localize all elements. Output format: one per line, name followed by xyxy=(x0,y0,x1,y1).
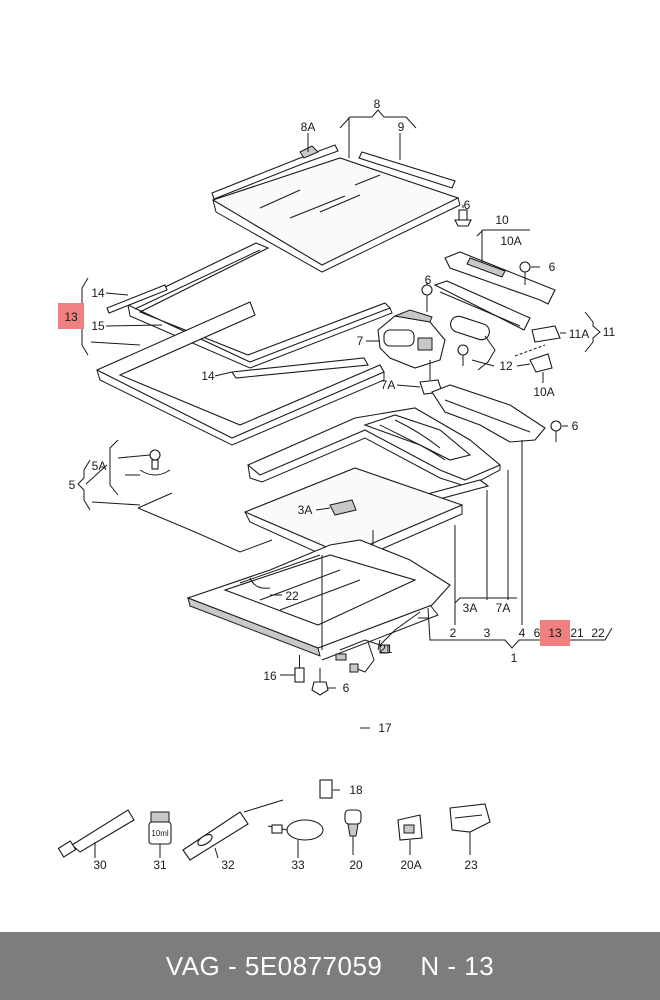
callout-6: 6 xyxy=(425,273,432,287)
page-reference: N - 13 xyxy=(420,950,495,981)
clip-part xyxy=(531,325,566,343)
callout-30: 30 xyxy=(93,858,107,872)
callout-17: 17 xyxy=(378,721,392,735)
callout-3a: 3A xyxy=(463,601,478,615)
roof-body-part xyxy=(186,539,451,661)
screw-part xyxy=(149,449,161,470)
callout-18: 18 xyxy=(349,783,363,797)
callout-20a: 20A xyxy=(400,858,421,872)
cable-tie-part xyxy=(267,819,324,841)
drain-channel-part xyxy=(137,492,273,553)
callout-22: 22 xyxy=(591,626,605,640)
screw-part xyxy=(454,209,472,227)
screw-part xyxy=(550,420,562,442)
callout-3: 3 xyxy=(484,626,491,640)
callout-5a: 5A xyxy=(92,459,107,473)
callout-7a: 7A xyxy=(381,378,396,392)
cable-part xyxy=(450,315,496,371)
harness-part xyxy=(335,611,421,673)
callout-12: 12 xyxy=(499,359,513,373)
callout-2: 2 xyxy=(450,626,457,640)
callout-1: 1 xyxy=(511,651,518,665)
glass-panel-part xyxy=(211,144,461,273)
callout-13: 13 xyxy=(548,626,562,640)
nut-part xyxy=(311,668,329,696)
screw-part xyxy=(457,344,469,366)
motor-part xyxy=(377,309,446,369)
callout-7a: 7A xyxy=(496,601,511,615)
grommet-part xyxy=(344,809,362,837)
callout-10a: 10A xyxy=(500,234,521,248)
deflector-panel-part xyxy=(431,384,546,443)
applicator-part xyxy=(182,799,284,861)
callout-21: 21 xyxy=(379,642,393,656)
sunroof-exploded-diagram: 10ml 8 8A 9 6 10 10A 6 6 13 14 15 xyxy=(57,97,616,872)
callout-3a: 3A xyxy=(298,503,313,517)
bracket-part xyxy=(449,803,491,833)
callout-6: 6 xyxy=(572,419,579,433)
callout-5: 5 xyxy=(69,478,76,492)
callout-16: 16 xyxy=(263,669,277,683)
callout-14: 14 xyxy=(201,369,215,383)
footer-bar: VAG - 5E0877059 N - 13 xyxy=(0,932,660,1000)
callout-9: 9 xyxy=(398,120,405,134)
callout-33: 33 xyxy=(291,858,305,872)
callout-4: 4 xyxy=(519,626,526,640)
callout-13: 13 xyxy=(64,310,78,324)
callout-20: 20 xyxy=(349,858,363,872)
callout-31: 31 xyxy=(153,858,167,872)
callout-11: 11 xyxy=(603,325,616,339)
part-number: VAG - 5E0877059 xyxy=(165,950,383,981)
callout-6: 6 xyxy=(464,198,471,212)
callout-6: 6 xyxy=(534,626,541,640)
screw-part xyxy=(421,284,433,312)
callout-7: 7 xyxy=(357,334,364,348)
guide-rail-part xyxy=(433,251,556,331)
callout-6: 6 xyxy=(343,681,350,695)
drain-hose-part xyxy=(319,649,416,799)
holder-part xyxy=(397,814,423,841)
callout-23: 23 xyxy=(464,858,478,872)
clip-part xyxy=(529,353,553,373)
callout-10a: 10A xyxy=(533,385,554,399)
callout-6: 6 xyxy=(549,260,556,274)
callout-8a: 8A xyxy=(301,120,316,134)
callout-21: 21 xyxy=(570,626,584,640)
highlight-box-left xyxy=(58,303,84,329)
callout-32: 32 xyxy=(221,858,235,872)
frame-panel-part xyxy=(95,301,385,446)
callout-11a: 11A xyxy=(569,327,589,341)
callout-22: 22 xyxy=(285,589,299,603)
seal-frame-part xyxy=(106,242,393,369)
screw-part xyxy=(294,655,305,683)
bottle-label: 10ml xyxy=(151,829,169,838)
highlight-box-right xyxy=(540,620,570,646)
adhesive-tube-part xyxy=(57,809,135,858)
callout-14: 14 xyxy=(91,286,105,300)
callout-8: 8 xyxy=(374,97,381,111)
screw-part xyxy=(519,261,531,285)
callout-15: 15 xyxy=(91,319,105,333)
bottle-part: 10ml xyxy=(148,811,172,845)
callout-10: 10 xyxy=(495,213,509,227)
